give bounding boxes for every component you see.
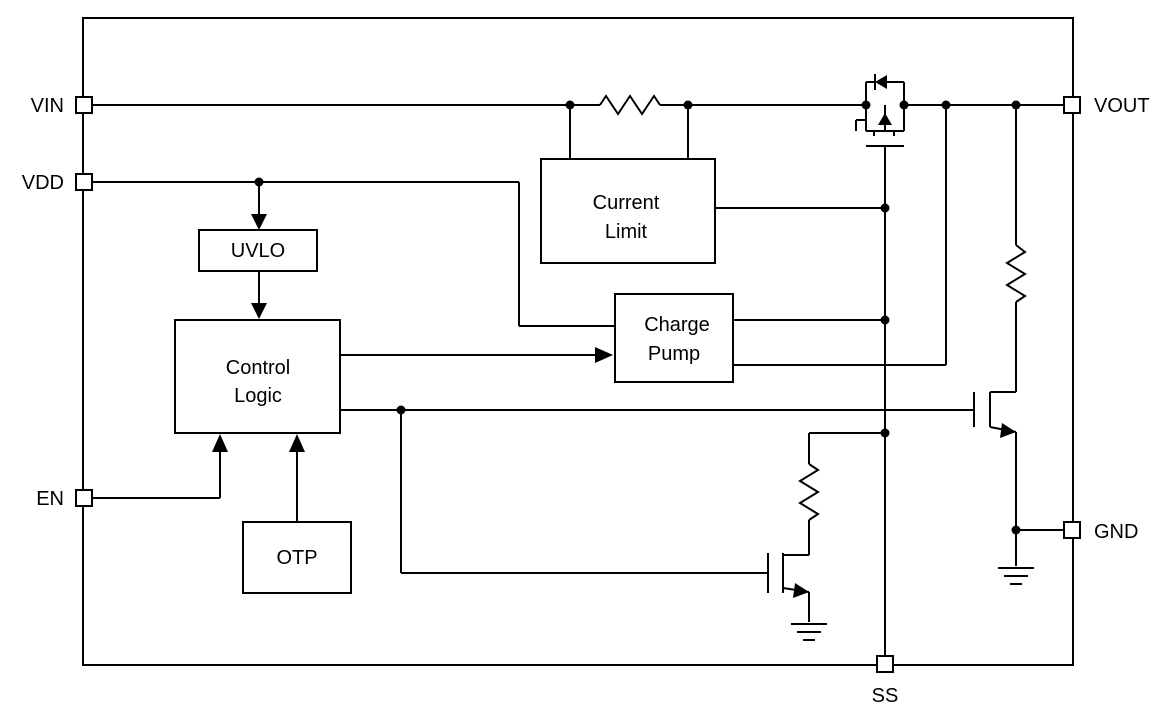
control-logic-block (174, 319, 341, 434)
en-pin (75, 489, 93, 507)
junction-dot (880, 428, 890, 438)
junction-dot (1011, 525, 1021, 535)
junction-dot (1011, 100, 1021, 110)
junction-dot (861, 100, 871, 110)
ss-pin (876, 655, 894, 673)
vin-wire (92, 94, 866, 159)
junction-dot (565, 100, 575, 110)
vdd-label: VDD (22, 172, 64, 194)
gnd-pin (1063, 521, 1081, 539)
discharge-path (340, 244, 1064, 585)
vdd-wire (92, 181, 615, 327)
ss-label: SS (872, 685, 899, 707)
vin-pin (75, 96, 93, 114)
vout-pin (1063, 96, 1081, 114)
current-limit-label-line1: Current (593, 192, 660, 214)
junction-dot (941, 100, 951, 110)
current-limit-label-line2: Limit (605, 221, 648, 243)
vdd-pin (75, 173, 93, 191)
en-label: EN (36, 488, 64, 510)
junction-dot (683, 100, 693, 110)
en-wire (92, 434, 228, 499)
vout-wire (904, 104, 1064, 365)
uvlo-label: UVLO (231, 240, 285, 262)
junction-dot (880, 203, 890, 213)
charge-pump-block (614, 293, 734, 383)
charge-pump-label-line2: Pump (648, 343, 700, 365)
gnd-label: GND (1094, 521, 1138, 543)
otp-label: OTP (276, 547, 317, 569)
current-limit-block (540, 158, 716, 264)
control-logic-label-line1: Control (226, 357, 290, 379)
junction-dot (254, 177, 264, 187)
power-mosfet (855, 74, 905, 656)
chip-outline (82, 17, 1074, 666)
charge-pump-label-line1: Charge (644, 314, 710, 336)
ss-discharge-path (400, 410, 885, 641)
junction-dot (880, 315, 890, 325)
control-logic-label-line2: Logic (234, 385, 282, 407)
vin-label: VIN (31, 95, 64, 117)
otp-block (242, 521, 352, 594)
vout-label: VOUT (1094, 95, 1150, 117)
